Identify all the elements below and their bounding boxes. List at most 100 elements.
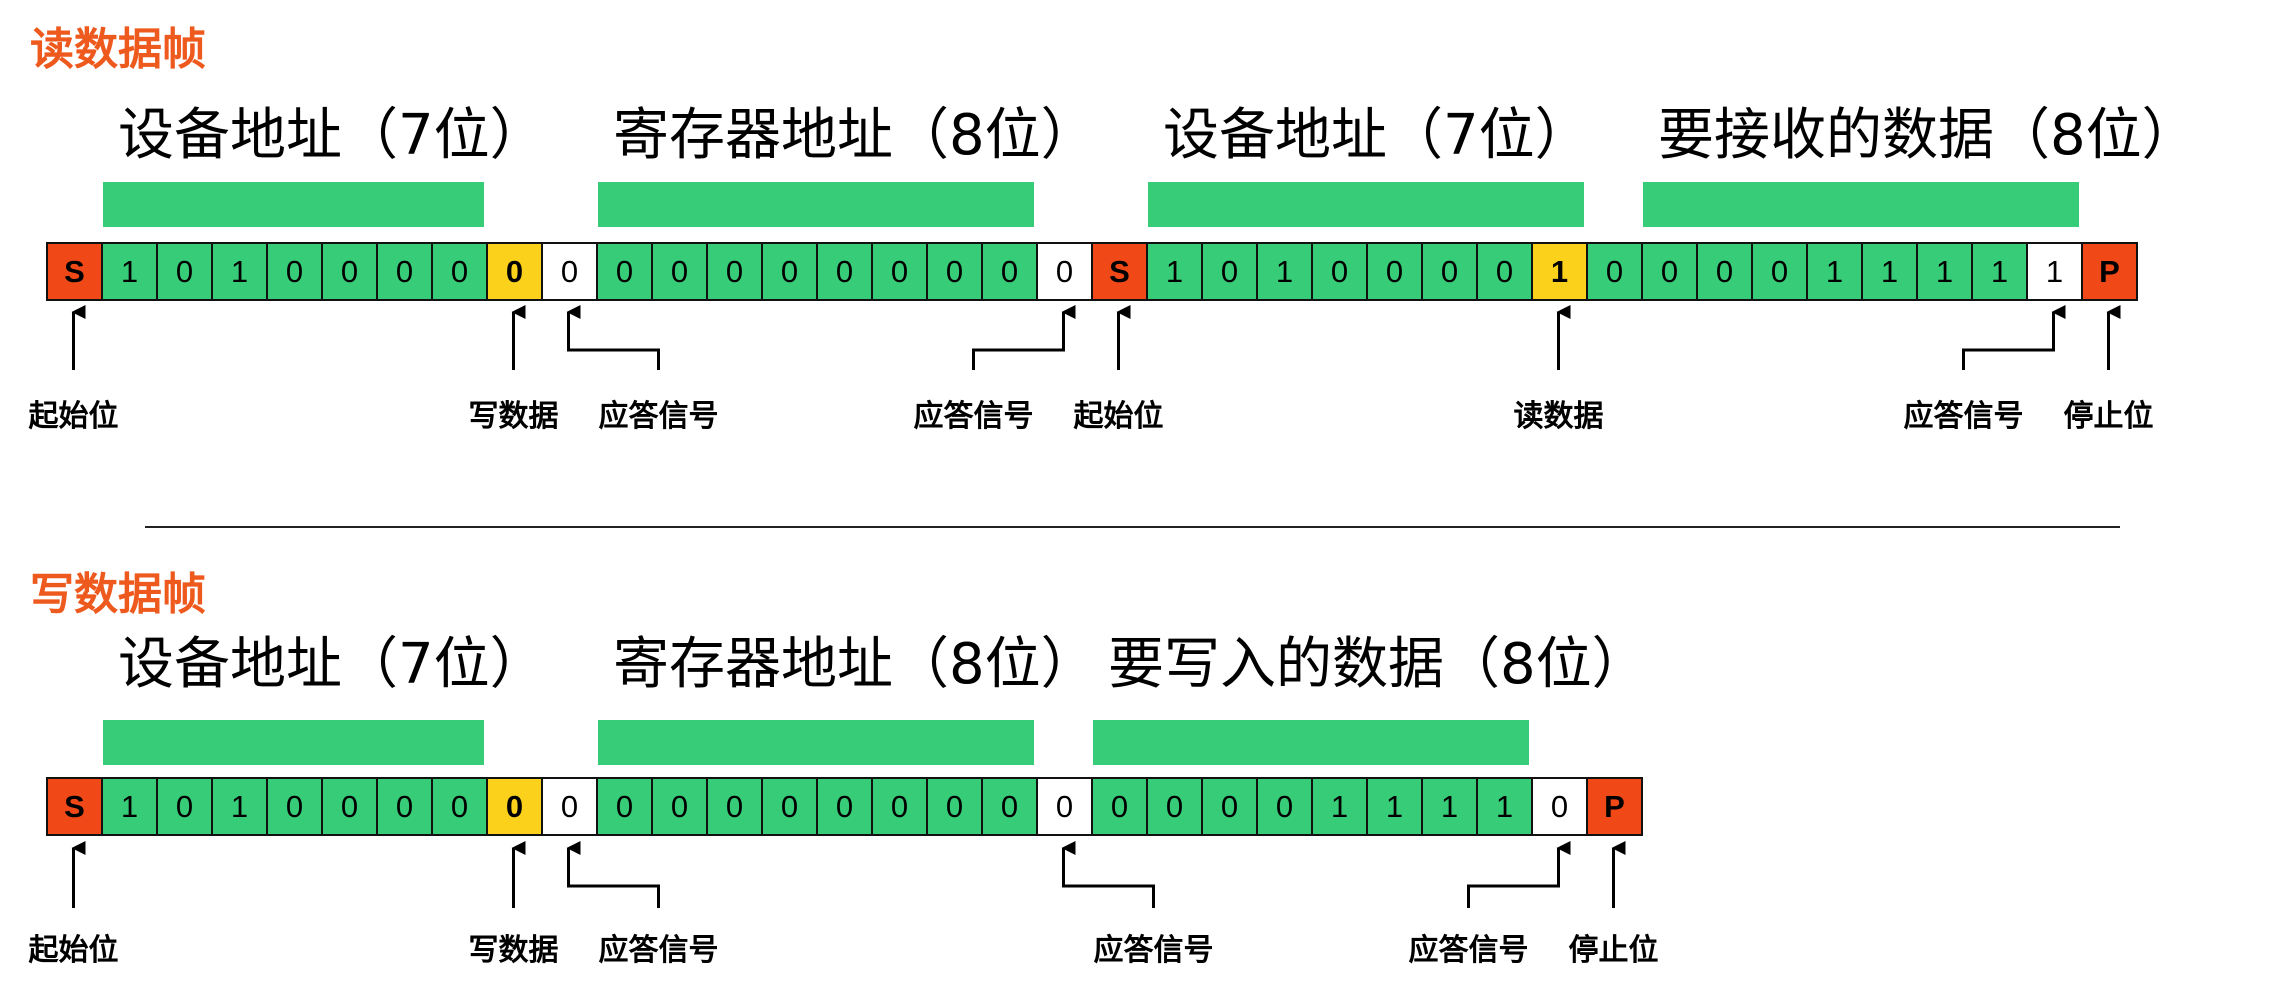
read-field-label: 要接收的数据（8位）: [1658, 103, 2198, 168]
write-bit-data: 0: [653, 779, 708, 834]
write-annotation-label: 应答信号: [1093, 933, 1214, 968]
write-bit-ack: 0: [1038, 779, 1093, 834]
read-field-label: 设备地址（7位）: [1163, 103, 1591, 168]
read-bit-data: 0: [1423, 244, 1478, 299]
read-bit-data: 0: [1203, 244, 1258, 299]
read-field-label: 寄存器地址（8位）: [613, 103, 1097, 168]
read-bit-start: S: [48, 244, 103, 299]
read-bit-data: 0: [1753, 244, 1808, 299]
read-annotation-label: 停止位: [2063, 399, 2154, 434]
write-annotation-label: 写数据: [468, 933, 559, 968]
read-bit-data: 1: [1973, 244, 2028, 299]
write-bit-data: 0: [598, 779, 653, 834]
read-annotation-label: 应答信号: [1903, 399, 2024, 434]
write-field-label: 设备地址（7位）: [118, 632, 546, 697]
read-annotation-label: 写数据: [468, 399, 559, 434]
read-bit-ack: 0: [1038, 244, 1093, 299]
read-bit-data: 1: [213, 244, 268, 299]
read-annotation-arrow: [1962, 305, 2066, 370]
write-bit-data: 0: [928, 779, 983, 834]
write-bit-rw: 0: [488, 779, 543, 834]
write-bit-data: 0: [268, 779, 323, 834]
read-annotation-arrow: [972, 305, 1076, 370]
write-bit-data: 0: [1093, 779, 1148, 834]
read-bit-data: 0: [433, 244, 488, 299]
read-bit-ack: 0: [543, 244, 598, 299]
read-bit-data: 1: [1918, 244, 1973, 299]
read-bit-data: 0: [708, 244, 763, 299]
read-bit-start: S: [1093, 244, 1148, 299]
read-field-bar: [103, 182, 484, 227]
read-bit-data: 0: [323, 244, 378, 299]
write-bit-data: 1: [1423, 779, 1478, 834]
read-bit-stop: P: [2083, 244, 2138, 299]
read-annotation-label: 应答信号: [598, 399, 719, 434]
write-bit-data: 0: [873, 779, 928, 834]
section-divider: [145, 526, 2120, 528]
read-bit-data: 0: [983, 244, 1038, 299]
write-bit-data: 1: [1478, 779, 1533, 834]
write-frame-title: 写数据帧: [30, 569, 206, 620]
read-field-bar: [1643, 182, 2079, 227]
read-bit-data: 0: [598, 244, 653, 299]
write-bit-data: 0: [433, 779, 488, 834]
write-field-label: 寄存器地址（8位）: [613, 632, 1097, 697]
read-annotation-label: 起始位: [1073, 399, 1164, 434]
write-annotation-arrow: [1467, 841, 1571, 908]
write-bit-data: 0: [1203, 779, 1258, 834]
read-bit-data: 0: [653, 244, 708, 299]
read-bit-data: 0: [818, 244, 873, 299]
write-bit-start: S: [48, 779, 103, 834]
write-bit-data: 0: [1258, 779, 1313, 834]
read-field-bar: [598, 182, 1034, 227]
write-bit-stop: P: [1588, 779, 1643, 834]
write-field-bar: [103, 720, 484, 765]
read-bit-data: 0: [928, 244, 983, 299]
write-bit-data: 0: [983, 779, 1038, 834]
write-bit-data: 0: [378, 779, 433, 834]
read-bit-data: 0: [1368, 244, 1423, 299]
read-annotation-label: 应答信号: [913, 399, 1034, 434]
read-bit-data: 1: [1258, 244, 1313, 299]
read-field-label: 设备地址（7位）: [118, 103, 546, 168]
read-bit-data: 0: [1588, 244, 1643, 299]
read-bit-data: 0: [873, 244, 928, 299]
write-annotation-arrow: [566, 841, 660, 908]
read-bit-data: 1: [1148, 244, 1203, 299]
write-bit-data: 0: [763, 779, 818, 834]
write-bit-data: 1: [213, 779, 268, 834]
write-annotation-label: 应答信号: [1408, 933, 1529, 968]
write-field-label: 要写入的数据（8位）: [1108, 632, 1648, 697]
write-bit-ack: 0: [543, 779, 598, 834]
write-bit-ack: 0: [1533, 779, 1588, 834]
write-bit-data: 1: [103, 779, 158, 834]
read-bit-data: 0: [1313, 244, 1368, 299]
write-bit-data: 0: [818, 779, 873, 834]
read-bit-data: 0: [158, 244, 213, 299]
read-field-bar: [1148, 182, 1584, 227]
read-bit-data: 0: [1478, 244, 1533, 299]
read-annotation-arrow: [566, 305, 660, 370]
read-bit-data: 0: [763, 244, 818, 299]
read-bit-data: 0: [378, 244, 433, 299]
read-bit-data: 0: [1643, 244, 1698, 299]
read-bit-ack: 1: [2028, 244, 2083, 299]
write-bit-data: 1: [1368, 779, 1423, 834]
write-bit-data: 0: [708, 779, 763, 834]
read-bit-data: 1: [1863, 244, 1918, 299]
write-bit-data: 0: [323, 779, 378, 834]
write-annotation-arrow: [1061, 841, 1155, 908]
read-annotation-label: 读数据: [1513, 399, 1604, 434]
read-frame-title: 读数据帧: [30, 24, 206, 75]
write-annotation-label: 应答信号: [598, 933, 719, 968]
write-annotation-label: 停止位: [1568, 933, 1659, 968]
read-bit-rw: 0: [488, 244, 543, 299]
read-bit-rw: 1: [1533, 244, 1588, 299]
write-bit-data: 0: [1148, 779, 1203, 834]
read-bit-data: 1: [1808, 244, 1863, 299]
read-bit-data: 0: [268, 244, 323, 299]
read-bit-data: 0: [1698, 244, 1753, 299]
